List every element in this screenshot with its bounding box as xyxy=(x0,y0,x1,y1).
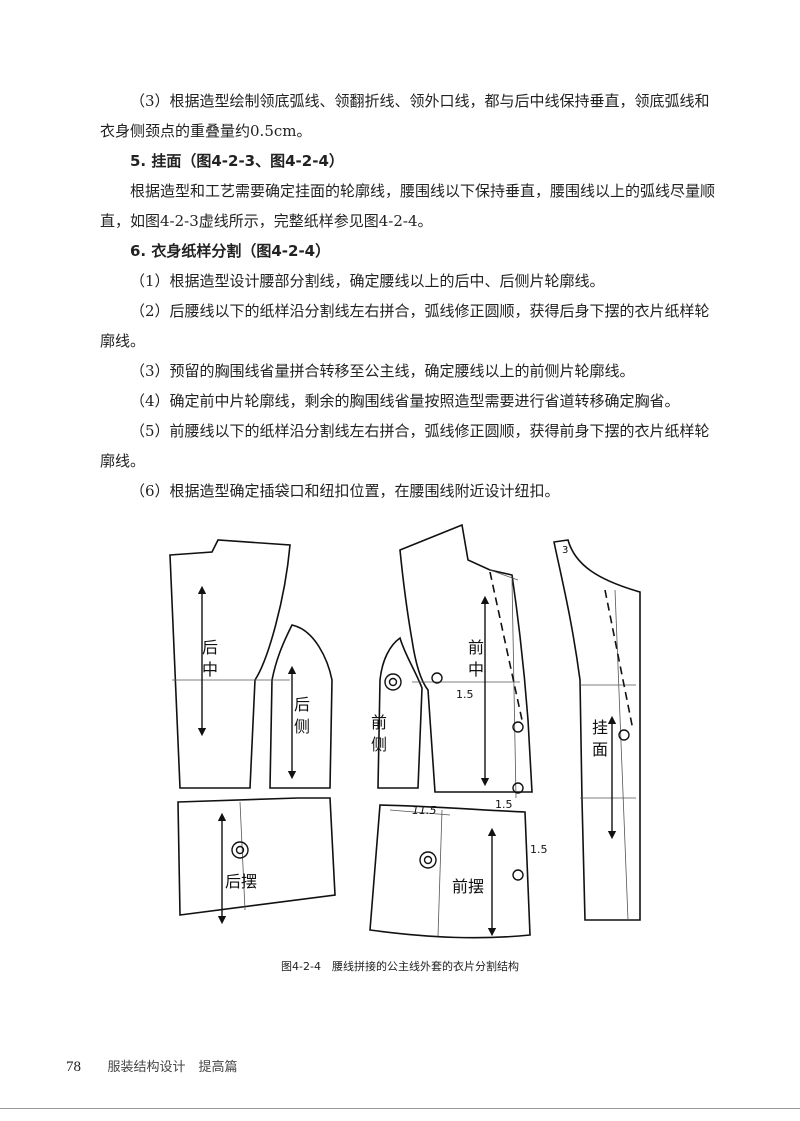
label-back-center-1: 后 xyxy=(202,638,218,657)
step-4: （4）确定前中片轮廓线，剩余的胸围线省量按照造型需要进行省道转移确定胸省。 xyxy=(130,392,680,410)
label-facing-2: 面 xyxy=(592,740,608,759)
page-number: 78 xyxy=(66,1059,81,1075)
label-number-3: 3 xyxy=(562,545,568,556)
paragraph-facing: 根据造型和工艺需要确定挂面的轮廓线，腰围线以下保持垂直，腰围线以上的弧线尽量顺直… xyxy=(100,182,716,230)
page-footer: 78 服装结构设计 提高篇 xyxy=(66,1056,237,1076)
heading-pattern-split: 6. 衣身纸样分割（图4-2-4） xyxy=(130,242,331,260)
figure-caption: 图4-2-4 腰线拼接的公主线外套的衣片分割结构 xyxy=(281,960,519,973)
label-front-center-1: 前 xyxy=(468,638,484,657)
step-6: （6）根据造型确定插袋口和纽扣位置，在腰围线附近设计纽扣。 xyxy=(130,482,560,500)
label-back-side-2: 侧 xyxy=(294,717,310,736)
back-side-piece xyxy=(269,624,333,789)
label-front-side-2: 侧 xyxy=(371,735,387,754)
label-front-side-1: 前 xyxy=(371,713,387,732)
label-back-hem: 后摆 xyxy=(225,872,257,891)
book-title: 服装结构设计 提高篇 xyxy=(107,1060,238,1075)
front-side-piece xyxy=(377,636,423,789)
step-5: （5）前腰线以下的纸样沿分割线左右拼合，弧线修正圆顺，获得前身下摆的衣片纸样轮廓… xyxy=(100,422,710,470)
step-3: （3）预留的胸围线省量拼合转移至公主线，确定腰线以上的前侧片轮廓线。 xyxy=(130,362,635,380)
pattern-figure: 后 中 后 侧 前 侧 前 中 挂 面 后摆 前摆 1.5 1.5 1.5 11… xyxy=(169,523,641,939)
step-2: （2）后腰线以下的纸样沿分割线左右拼合，弧线修正圆顺，获得后身下摆的衣片纸样轮廓… xyxy=(100,302,710,350)
label-front-center-2: 中 xyxy=(468,660,484,679)
front-hem-piece xyxy=(369,804,531,939)
button-circle xyxy=(384,673,402,691)
step-1: （1）根据造型设计腰部分割线，确定腰线以上的后中、后侧片轮廓线。 xyxy=(130,272,605,290)
label-facing-1: 挂 xyxy=(592,718,608,737)
label-front-hem: 前摆 xyxy=(452,877,484,896)
back-center-piece xyxy=(169,539,291,789)
label-back-center-2: 中 xyxy=(202,660,218,679)
dim-11-5: 11.5 xyxy=(412,804,437,817)
dim-1-5-a: 1.5 xyxy=(456,688,474,701)
heading-facing: 5. 挂面（图4-2-3、图4-2-4） xyxy=(130,152,344,170)
dim-1-5-c: 1.5 xyxy=(530,843,548,856)
dim-1-5-b: 1.5 xyxy=(495,798,513,811)
bottom-divider xyxy=(0,1108,800,1109)
button-circle xyxy=(231,841,249,859)
facing-piece xyxy=(553,539,641,921)
label-back-side-1: 后 xyxy=(294,695,310,714)
back-hem-piece xyxy=(177,797,336,916)
paragraph-collar: （3）根据造型绘制领底弧线、领翻折线、领外口线，都与后中线保持垂直，领底弧线和衣… xyxy=(100,92,710,140)
front-center-piece xyxy=(399,523,533,793)
button-circle xyxy=(419,851,437,869)
